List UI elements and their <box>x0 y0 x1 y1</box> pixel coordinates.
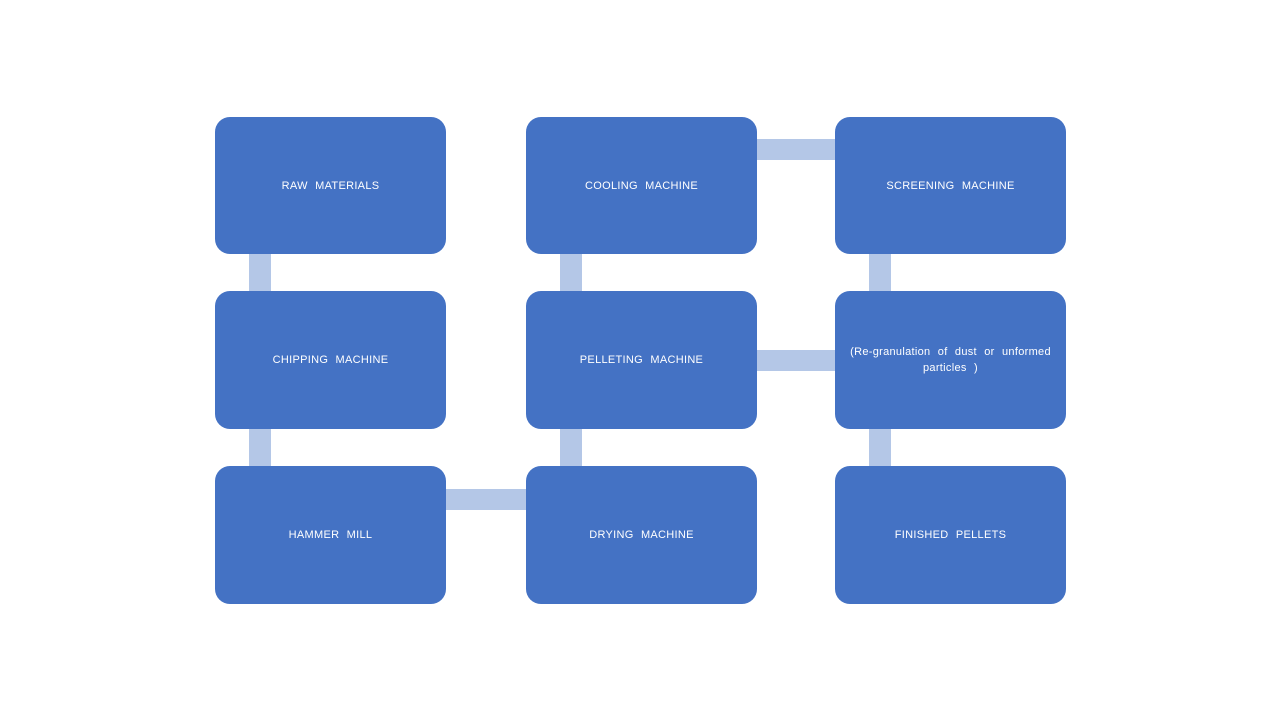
node-raw-materials: RAW MATERIALS <box>215 117 446 254</box>
node-label: FINISHED PELLETS <box>894 529 1007 541</box>
node-label: DRYING MACHINE <box>589 529 694 541</box>
node-label: HAMMER MILL <box>288 529 373 541</box>
connector-drying-machine-pelleting-machine <box>560 427 582 468</box>
connector-pelleting-machine-regranulation <box>754 350 838 371</box>
node-hammer-mill: HAMMER MILL <box>215 466 446 604</box>
connector-pelleting-machine-cooling-machine <box>560 252 582 293</box>
node-drying-machine: DRYING MACHINE <box>526 466 757 604</box>
node-regranulation: (Re-granulation of dust or unformed part… <box>835 291 1066 429</box>
node-label: SCREENING MACHINE <box>886 179 1015 192</box>
node-chipping-machine: CHIPPING MACHINE <box>215 291 446 429</box>
node-label: (Re-granulation of dust or unformed part… <box>850 346 1051 374</box>
node-label: COOLING MACHINE <box>584 179 698 192</box>
connector-cooling-machine-screening-machine <box>754 139 838 160</box>
connector-regranulation-finished-pellets <box>869 427 891 468</box>
connector-raw-materials-chipping-machine <box>249 252 271 293</box>
node-cooling-machine: COOLING MACHINE <box>526 117 757 254</box>
node-finished-pellets: FINISHED PELLETS <box>835 466 1066 604</box>
connector-hammer-mill-drying-machine <box>444 489 528 510</box>
node-label: PELLETING MACHINE <box>579 354 704 366</box>
node-label: CHIPPING MACHINE <box>272 354 389 366</box>
connector-screening-machine-regranulation <box>869 252 891 293</box>
node-pelleting-machine: PELLETING MACHINE <box>526 291 757 429</box>
connector-chipping-machine-hammer-mill <box>249 427 271 468</box>
node-screening-machine: SCREENING MACHINE <box>835 117 1066 254</box>
node-label: RAW MATERIALS <box>281 179 380 192</box>
